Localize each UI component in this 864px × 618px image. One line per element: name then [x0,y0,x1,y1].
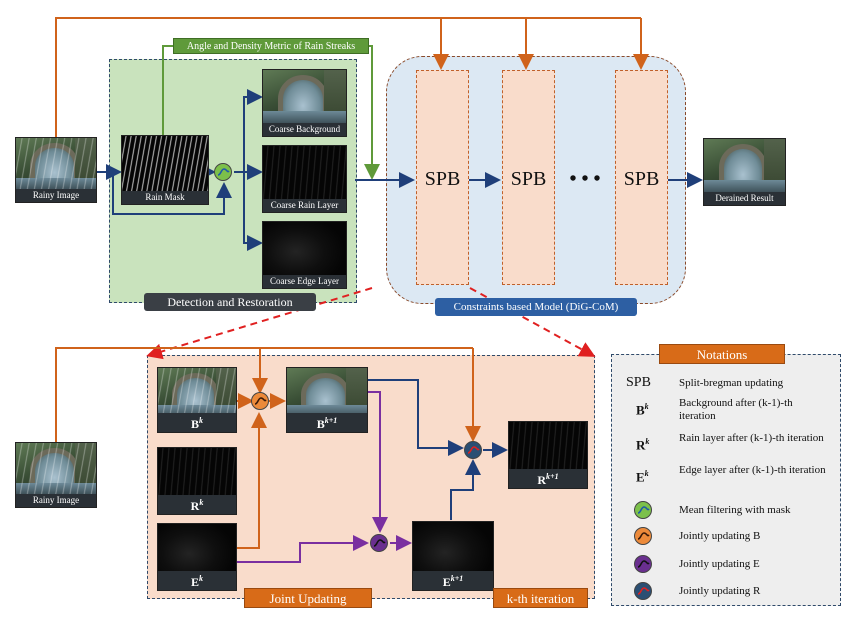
rk-image: Rk [157,447,237,515]
notations-title: Notations [659,344,785,364]
joint-updating-tag: Joint Updating [244,588,372,608]
detection-restoration-tag: Detection and Restoration [144,293,316,311]
ek1-to-update-r [450,459,481,520]
spb-label-3: SPB [623,168,660,190]
ellipsis: • • • [569,168,601,190]
notation-desc-ek: Edge layer after (k-1)-th iteration [679,464,826,476]
bk1-label: Bk+1 [287,413,367,432]
notation-key-ek: Ek [636,469,649,485]
spb-label-2: SPB [510,168,547,190]
bk1-to-update-r [368,379,464,456]
rain-mask-image: Rain Mask [121,135,209,205]
notation-mean-filter-icon [634,501,652,519]
spb-block-1 [416,70,469,285]
update-e-icon [370,534,388,552]
zoom-line-left [146,287,373,360]
rainy-feed-line [55,17,641,138]
constraints-model-tag: Constraints based Model (DiG-CoM) [435,298,637,316]
rk-label: Rk [158,495,236,514]
kth-iteration-tag: k-th iteration [493,588,588,608]
spb-label-1: SPB [424,168,461,190]
rainy-image-bottom: Rainy Image [15,442,97,508]
rk1-image: Rk+1 [508,421,588,489]
rainy-image-top-label: Rainy Image [16,189,96,202]
notation-key-rk: Rk [636,437,650,453]
notation-desc-mean-filter: Mean filtering with mask [679,504,791,516]
update-b-icon [251,392,269,410]
notation-key-spb: SPB [626,375,651,390]
angle-density-tag: Angle and Density Metric of Rain Streaks [173,38,369,54]
rainy-to-filter-line [112,172,232,215]
update-r-icon [464,441,482,459]
rainy-feed-line-bottom [55,347,473,442]
notation-desc-spb: Split-bregman updating [679,377,784,389]
notation-desc-update-e: Jointly updating E [679,558,760,570]
bk-image: Bk [157,367,237,433]
filter-branch-line [234,89,263,173]
notation-desc-update-r: Jointly updating R [679,585,761,597]
notation-desc-bk: Background after (k-1)-th iteration [679,397,793,422]
coarse-edge-layer-label: Coarse Edge Layer [263,275,346,288]
spb-block-2 [502,70,555,285]
coarse-background-label: Coarse Background [263,123,346,136]
coarse-background-image: Coarse Background [262,69,347,137]
rainy-image-top: Rainy Image [15,137,97,203]
mean-filter-icon [214,163,232,181]
rainy-image-bottom-label: Rainy Image [16,494,96,507]
ek-label: Ek [158,571,236,590]
bk1-image: Bk+1 [286,367,368,433]
ek-image: Ek [157,523,237,591]
bk1-to-update-e [368,391,388,533]
notation-update-e-icon [634,555,652,573]
notation-desc-update-b: Jointly updating B [679,530,761,542]
notation-update-r-icon [634,582,652,600]
ek1-image: Ek+1 [412,521,494,591]
ek-to-update-b [237,412,267,549]
ek1-label: Ek+1 [413,571,493,590]
notation-desc-rk: Rain layer after (k-1)-th iteration [679,432,824,444]
spb-block-3 [615,70,668,285]
notation-key-bk: Bk [636,402,649,418]
filter-to-edge-line [243,172,263,251]
notation-update-b-icon [634,527,652,545]
derained-result-image: Derained Result [703,138,786,206]
coarse-rain-layer-label: Coarse Rain Layer [263,199,346,212]
rain-mask-label: Rain Mask [122,191,208,204]
bk-label: Bk [158,413,236,432]
coarse-edge-layer-image: Coarse Edge Layer [262,221,347,289]
ek-to-update-e [237,535,369,563]
rk1-label: Rk+1 [509,469,587,488]
coarse-rain-layer-image: Coarse Rain Layer [262,145,347,213]
derained-result-label: Derained Result [704,192,785,205]
